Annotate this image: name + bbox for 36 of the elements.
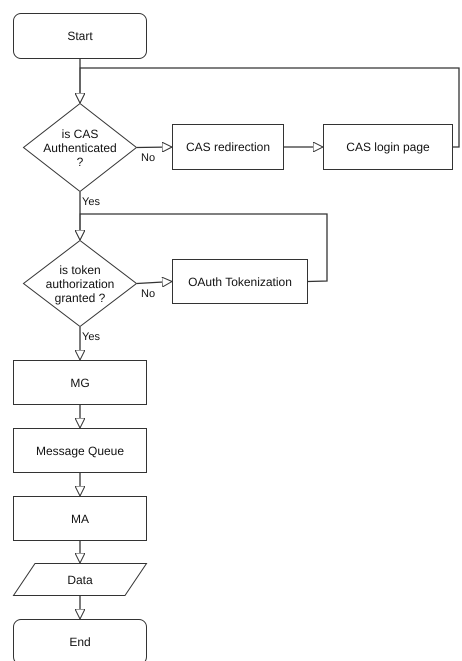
node-label: is CAS Authenticated ? (42, 126, 118, 168)
terminator-box (13, 619, 147, 661)
arrow (74, 67, 460, 148)
node-label: is token authorization granted ? (44, 262, 116, 304)
node-label: MA (70, 512, 90, 526)
process-box (172, 259, 308, 304)
process-box (13, 428, 147, 473)
data-parallelogram (13, 563, 147, 596)
process-box (172, 124, 284, 170)
decision-diamond (23, 103, 137, 192)
node-label: CAS login page (345, 140, 431, 154)
edge-label: No (141, 288, 156, 300)
node-label: Start (66, 29, 94, 43)
node-label: CAS redirection (184, 140, 272, 154)
arrow (74, 596, 86, 620)
node-label: MG (69, 376, 91, 390)
arrow (137, 142, 172, 153)
arrow (284, 142, 324, 152)
arrow (74, 473, 86, 496)
node-label: Data (66, 572, 94, 586)
node-label: End (68, 635, 92, 649)
arrow (74, 213, 328, 282)
arrow (74, 541, 86, 564)
node-label: OAuth Tokenization (187, 274, 293, 288)
arrow (74, 327, 86, 360)
process-box (13, 496, 147, 541)
arrow (74, 405, 86, 428)
edge-label: Yes (82, 331, 100, 343)
decision-diamond (23, 240, 137, 327)
arrow (136, 276, 172, 288)
edge-label: Yes (82, 196, 100, 208)
node-label: Message Queue (34, 444, 126, 458)
process-box (13, 360, 147, 405)
process-box (323, 124, 453, 170)
edge-label: No (141, 152, 156, 164)
terminator-box (13, 13, 147, 59)
